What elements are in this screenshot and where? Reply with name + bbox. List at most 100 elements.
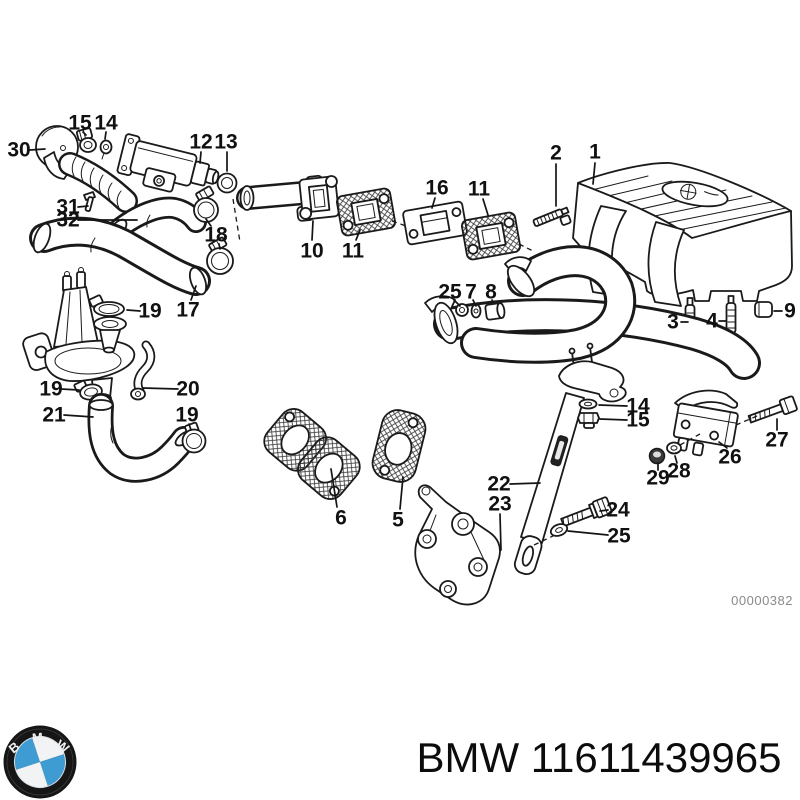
gasket-part-6 — [263, 408, 361, 500]
pipe-flange-part-10 — [236, 174, 340, 222]
part-callout-2: 2 — [550, 142, 562, 165]
part-callout-11: 11 — [342, 240, 365, 263]
callout-leader-24 — [599, 509, 609, 512]
callout-leader-26 — [718, 441, 728, 449]
callout-leader-19 — [188, 423, 192, 431]
gasket-part-11-right — [460, 211, 522, 261]
hose-clamp-part-19-bottom — [181, 421, 207, 454]
logo-letter-m: M — [31, 729, 43, 745]
bmw-logo: B M W — [3, 725, 77, 799]
alignment-lines — [232, 198, 758, 546]
part-callout-27: 27 — [765, 429, 788, 452]
manifold-runner-lower — [424, 295, 761, 380]
intake-plenum-part-1 — [572, 162, 793, 307]
callout-leader-23 — [499, 513, 502, 551]
manifold-runner-upper — [460, 245, 637, 364]
washer-part-28 — [666, 441, 682, 455]
callout-leader-14 — [104, 131, 107, 140]
plate-part-16 — [402, 200, 468, 246]
support-strut-part-22 — [513, 342, 627, 576]
washer-part-25-front — [455, 303, 469, 317]
callout-leader-28 — [674, 455, 678, 464]
part-callout-22: 22 — [487, 473, 510, 496]
callout-leader-21 — [63, 414, 94, 418]
callout-leader-5 — [399, 476, 404, 510]
callout-leader-10 — [311, 220, 314, 241]
bolt-part-24 — [560, 496, 613, 528]
part-number-caption: BMW 11611439965 — [416, 734, 781, 781]
bolt-part-27 — [747, 395, 798, 424]
part-callout-14: 14 — [626, 395, 650, 418]
part-callout-13: 13 — [214, 131, 237, 154]
part-callout-9: 9 — [784, 300, 796, 323]
part-callout-29: 29 — [646, 467, 669, 490]
callout-leader-8 — [491, 299, 494, 304]
plenum-emblem — [661, 180, 729, 208]
part-callout-25: 25 — [607, 525, 631, 548]
hose-clamp-part-15 — [75, 127, 97, 153]
part-callout-23: 23 — [488, 493, 511, 516]
auxiliary-valve-part-12 — [116, 133, 220, 193]
callout-leader-18 — [205, 218, 212, 227]
callout-leader-22 — [509, 482, 541, 485]
washer-part-14 — [99, 139, 113, 160]
part-callout-24: 24 — [606, 499, 630, 522]
callout-leader-14 — [598, 404, 628, 407]
washer-part-25-rear — [549, 523, 569, 537]
callout-leader-7 — [472, 299, 477, 307]
callout-leader-19 — [60, 388, 80, 391]
callout-leader-6 — [330, 468, 338, 508]
nut-part-29 — [648, 447, 666, 465]
hose-part-17 — [29, 216, 211, 296]
callout-leader-16 — [431, 197, 436, 209]
callout-leader-18 — [218, 243, 221, 250]
callout-leader-31 — [77, 205, 89, 208]
callout-leader-15 — [82, 131, 87, 136]
part-callout-28: 28 — [667, 460, 691, 483]
stud-part-4 — [725, 295, 737, 334]
nut-part-15-strut — [577, 412, 600, 429]
callout-leader-15 — [599, 418, 628, 421]
part-callout-19: 19 — [138, 300, 161, 323]
part-callout-30: 30 — [7, 139, 30, 162]
o-ring-part-13 — [216, 172, 238, 194]
stud-part-2 — [532, 206, 572, 227]
gasket-part-5 — [371, 409, 427, 483]
part-callout-4: 4 — [706, 310, 718, 333]
callout-leader-12 — [199, 151, 202, 164]
bracket-part-20 — [130, 340, 156, 401]
switch-part-26 — [672, 389, 739, 457]
part-callout-14: 14 — [94, 112, 118, 135]
callout-leader-19 — [126, 309, 141, 312]
part-callout-5: 5 — [392, 509, 404, 532]
part-callout-10: 10 — [300, 240, 323, 263]
buffer-part-9 — [754, 301, 773, 318]
part-callout-7: 7 — [465, 281, 477, 304]
callout-leader-30 — [29, 148, 46, 151]
callout-leader-17 — [190, 285, 197, 301]
part-callout-12: 12 — [189, 131, 212, 154]
part-callout-20: 20 — [176, 378, 199, 401]
part-callout-18: 18 — [204, 224, 228, 247]
callout-leader-1 — [592, 162, 596, 185]
callout-leader-25 — [567, 530, 609, 536]
part-callout-15: 15 — [626, 409, 650, 432]
part-callout-6: 6 — [335, 507, 347, 530]
part-callout-25: 25 — [438, 281, 462, 304]
part-callout-8: 8 — [485, 281, 497, 304]
cap-nut-part-8 — [484, 302, 506, 321]
callout-leader-25 — [453, 299, 461, 307]
corrugated-hose — [58, 152, 138, 213]
part-callout-1: 1 — [589, 141, 601, 164]
part-callout-19: 19 — [175, 404, 198, 427]
part-callout-17: 17 — [176, 299, 199, 322]
part-callout-32: 32 — [56, 209, 79, 232]
callout-leader-11 — [355, 229, 361, 241]
part-callout-3: 3 — [667, 311, 679, 334]
part-callout-16: 16 — [425, 177, 448, 200]
part-callout-21: 21 — [42, 404, 66, 427]
clip-part-31 — [83, 191, 96, 212]
